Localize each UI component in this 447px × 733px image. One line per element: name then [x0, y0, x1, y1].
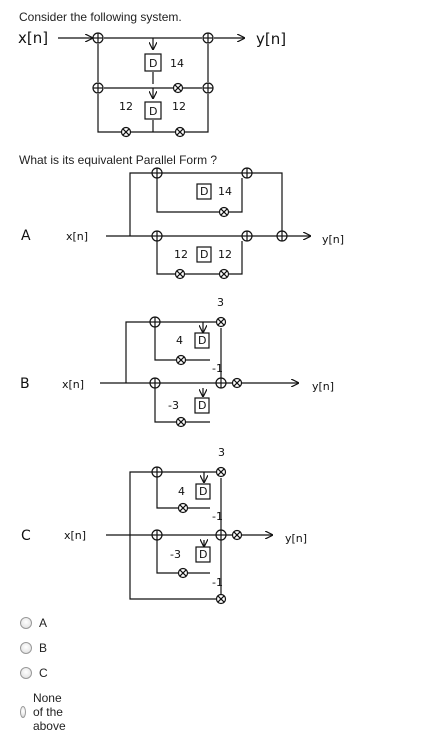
input-label: x[n]	[62, 378, 84, 391]
gain-bottom: -1	[212, 576, 223, 589]
output-label: y[n]	[285, 532, 307, 545]
output-label: y[n]	[256, 30, 286, 48]
gain-top: 14	[218, 185, 232, 198]
answer-option-label: A	[39, 616, 48, 630]
delay-label: D	[198, 399, 206, 412]
gain-upper: 3	[218, 446, 225, 459]
gain-right: 12	[172, 100, 186, 113]
delay-block	[144, 53, 162, 72]
delay-label: D	[199, 485, 207, 498]
question-intro: Consider the following system.	[19, 10, 182, 24]
answer-option-b[interactable]: B	[20, 641, 47, 655]
radio-button[interactable]	[20, 706, 26, 718]
delay-block	[144, 101, 162, 120]
radio-button[interactable]	[20, 667, 32, 679]
answer-option-a[interactable]: A	[20, 616, 47, 630]
answer-option-label: B	[39, 641, 48, 655]
answer-option-label: None of the above	[32, 691, 66, 733]
delay-label: D	[199, 548, 207, 561]
radio-button[interactable]	[20, 617, 32, 629]
option-c-letter: C	[21, 528, 31, 544]
option-a-diagram: A x[n] y[n] D 14 D 12 12	[21, 167, 344, 280]
delay-block	[195, 483, 211, 500]
gain-lower-left: -3	[168, 399, 179, 412]
gain-lower-left: -3	[170, 548, 181, 561]
delay-label: D	[200, 248, 208, 261]
delay-block	[194, 397, 210, 414]
gain-top: 14	[170, 57, 184, 70]
input-label: x[n]	[66, 230, 88, 243]
gain-mid: -1	[212, 510, 223, 523]
original-system-diagram: x[n] y[n] D 14 D 12 12	[18, 29, 286, 138]
option-b-diagram: B x[n] y[n] 3 D 4 -1 D -3	[20, 296, 334, 428]
delay-block	[195, 546, 211, 563]
input-label: x[n]	[64, 529, 86, 542]
gain-upper: 3	[217, 296, 224, 309]
option-b-letter: B	[20, 376, 30, 392]
signal-flow-diagrams: x[n] y[n] D 14 D 12 12 A x[n] y[n]	[18, 29, 344, 605]
answer-option-none[interactable]: None of the above	[20, 691, 72, 733]
gain-mid: -1	[212, 362, 223, 375]
answer-option-c[interactable]: C	[20, 666, 48, 680]
option-c-diagram: C x[n] y[n] 3 D 4 -1 D -3 -1	[21, 446, 307, 605]
gain-left: 12	[119, 100, 133, 113]
input-label: x[n]	[18, 29, 48, 47]
delay-block	[196, 246, 212, 263]
output-label: y[n]	[322, 233, 344, 246]
gain-upper-left: 4	[176, 334, 183, 347]
delay-block	[196, 183, 212, 200]
delay-label: D	[149, 105, 157, 118]
delay-block	[194, 332, 210, 349]
gain-left: 12	[174, 248, 188, 261]
gain-upper-left: 4	[178, 485, 185, 498]
delay-label: D	[149, 57, 157, 70]
answer-option-label: C	[39, 666, 48, 680]
delay-label: D	[198, 334, 206, 347]
delay-label: D	[200, 185, 208, 198]
option-a-letter: A	[21, 228, 31, 244]
radio-button[interactable]	[20, 642, 32, 654]
question-prompt: What is its equivalent Parallel Form ?	[19, 153, 218, 167]
output-label: y[n]	[312, 380, 334, 393]
gain-right: 12	[218, 248, 232, 261]
